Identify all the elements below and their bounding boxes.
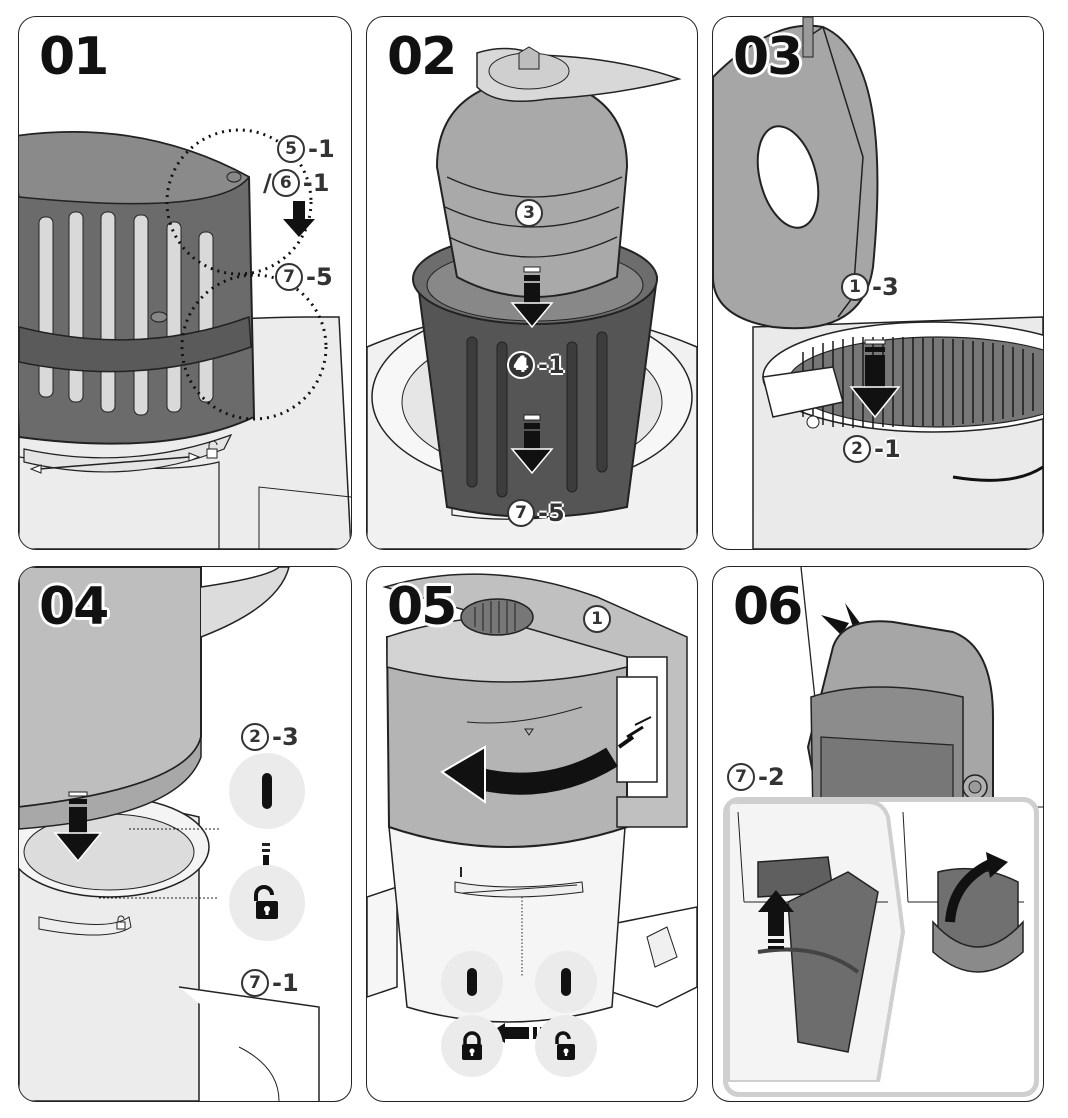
part-callout: 2 -3 (241, 723, 299, 751)
alignment-mark-icon (467, 968, 477, 996)
part-suffix: -1 (272, 969, 299, 997)
part-callout: 3 (515, 199, 546, 227)
part-suffix: -5 (306, 263, 333, 291)
step-panel-02: 02 3 4 -1 7 -5 (366, 16, 698, 550)
part-id-badge: 2 (241, 723, 269, 751)
part-callout: 2 -1 (843, 435, 901, 463)
part-id-badge: 6 (271, 169, 300, 197)
arrow-down-icon (849, 339, 901, 419)
lock-track-arrow (38, 456, 190, 470)
part-suffix: -3 (272, 723, 299, 751)
step-panel-06: 06 7 -2 (712, 566, 1044, 1102)
step-number: 03 (733, 27, 803, 87)
part-callout: 4 -1 (507, 351, 565, 379)
rotate-arrow-icon (945, 852, 1008, 923)
step-number: 05 (387, 577, 457, 637)
separator: / (263, 169, 272, 197)
part-callout: 5 -1 (277, 135, 335, 163)
arrow-down-icon (283, 201, 315, 237)
part-id-badge: 1 (841, 273, 869, 301)
part-id-badge: 1 (583, 605, 611, 633)
latch-detail-illustration (728, 802, 1024, 1084)
part-id-badge: 5 (277, 135, 305, 163)
dotted-highlight-circle (165, 128, 313, 276)
unlock-icon (254, 885, 278, 919)
step-panel-03: 03 1 -3 2 -1 (712, 16, 1044, 550)
part-callout: / 6 -1 (263, 169, 329, 197)
unlock-icon (206, 440, 218, 459)
alignment-mark-bubble (535, 951, 597, 1013)
dotted-highlight-circle (180, 273, 328, 421)
part-suffix: -3 (872, 273, 899, 301)
part-suffix: -2 (758, 763, 785, 791)
unlock-bubble (229, 865, 305, 941)
part-callout: 7 -5 (275, 263, 333, 291)
unlock-bubble (535, 1015, 597, 1077)
unlock-icon (555, 1031, 575, 1060)
arrow-down-icon (53, 791, 103, 863)
step-number: 06 (733, 577, 803, 637)
arrow-down-icon (510, 414, 554, 475)
basket-illustration (19, 128, 351, 549)
part-suffix: -1 (308, 135, 335, 163)
step-panel-05: 05 1 (366, 566, 698, 1102)
part-suffix: -1 (302, 169, 330, 197)
step-number: 04 (39, 577, 109, 637)
lid-illustration (713, 17, 1043, 549)
part-id-badge: 7 (241, 969, 269, 997)
jug-with-handle (385, 636, 628, 848)
part-id-badge: 7 (507, 499, 535, 527)
rotate-arrow-icon (440, 716, 652, 804)
latch-illustration (800, 567, 1043, 830)
part-suffix: -1 (538, 351, 565, 379)
part-callout: 7 -5 (507, 499, 565, 527)
step-panel-04: 04 2 -3 7 -1 (18, 566, 352, 1102)
jug-illustration (367, 573, 697, 1043)
arrow-up-icon (758, 890, 794, 949)
part-callout: 7 -2 (727, 763, 785, 791)
part-id-badge: 3 (515, 199, 543, 227)
arrow-down-icon (510, 266, 554, 329)
part-id-badge: 2 (843, 435, 871, 463)
step-number: 02 (387, 27, 457, 87)
part-suffix: -5 (538, 499, 565, 527)
detail-inset (723, 797, 1039, 1097)
alignment-mark-icon (262, 773, 272, 809)
step-panel-01: 01 5 -1 / 6 -1 7 -5 (18, 16, 352, 550)
part-id-badge: 7 (275, 263, 303, 291)
lock-bubble (441, 1015, 503, 1077)
part-callout: 1 -3 (841, 273, 899, 301)
blade-part (435, 75, 629, 298)
alignment-mark-bubble (229, 753, 305, 829)
container-illustration (19, 567, 320, 1101)
blade-basket-illustration (367, 46, 697, 549)
part-id-badge: 4 (507, 351, 535, 379)
step-number: 01 (39, 27, 109, 87)
alignment-mark-icon (561, 968, 571, 996)
part-callout: 1 (583, 605, 614, 633)
unlock-icon (116, 915, 126, 930)
lock-icon (462, 1031, 482, 1060)
part-suffix: -1 (874, 435, 901, 463)
alignment-mark-bubble (441, 951, 503, 1013)
part-id-badge: 7 (727, 763, 755, 791)
part-callout: 7 -1 (241, 969, 299, 997)
